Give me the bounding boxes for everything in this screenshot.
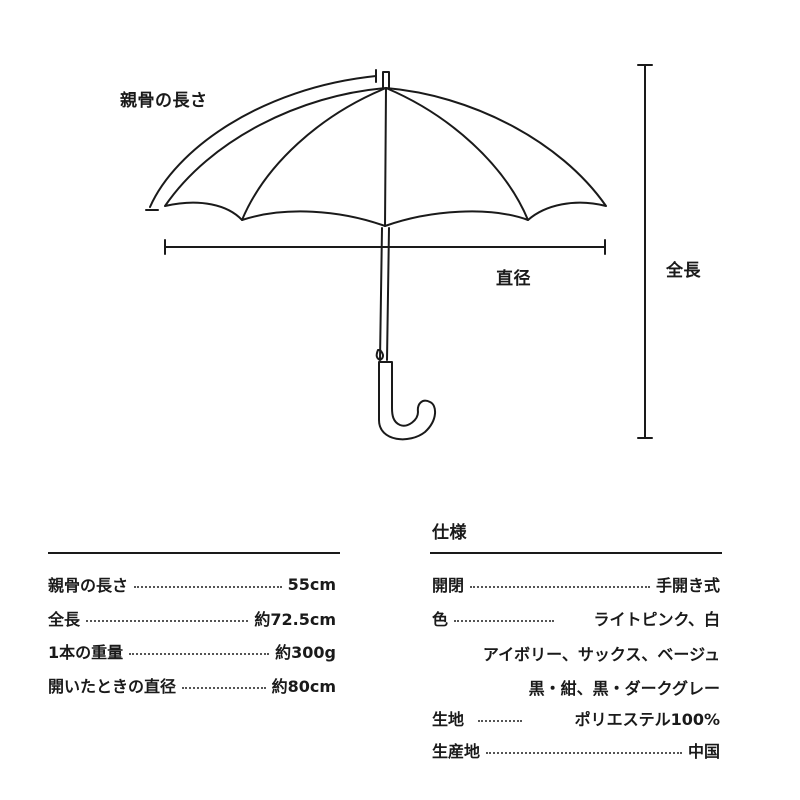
spec-label: 開閉 [432,576,465,595]
spec-value: 約72.5cm [254,610,336,629]
spec-value: ポリエステル100% [574,710,720,729]
spec-value: 55cm [287,574,336,594]
right-spec-row-opening: 開閉 手開き式 [432,572,720,596]
rib-length-label: 親骨の長さ [120,91,208,111]
spec-label: 開いたときの直径 [48,677,177,696]
spec-label: 色 [432,610,449,629]
dotted-leader [454,620,555,622]
umbrella-rib-center [384,87,387,227]
umbrella-button [375,349,384,361]
dotted-leader [86,620,249,622]
spec-label: 親骨の長さ [48,576,129,595]
dotted-leader [470,586,650,588]
right-specs-rule [430,552,722,554]
spec-value: ライトピンク、白 [593,610,720,629]
left-specs-rule [48,552,340,554]
dotted-leader [486,752,682,754]
left-spec-row-weight: 1本の重量 約300g [48,639,336,663]
color-continuation-line-1: アイボリー、サックス、ベージュ [482,645,720,664]
spec-label: 全長 [48,610,81,629]
spec-label: 生地 [432,710,465,729]
spec-title: 仕様 [432,523,467,543]
left-spec-row-rib-length: 親骨の長さ 55cm [48,572,336,596]
diameter-label: 直径 [496,269,531,289]
right-spec-row-origin: 生産地 中国 [432,738,720,762]
umbrella-shaft [379,227,390,361]
spec-value: 中国 [687,742,720,761]
total-length-label: 全長 [666,261,701,281]
left-spec-row-diameter: 開いたときの直径 約80cm [48,673,336,697]
spec-value: 手開き式 [655,576,720,595]
dotted-leader [129,653,270,655]
dotted-leader [478,720,523,722]
left-spec-row-total-length: 全長 約72.5cm [48,606,336,630]
umbrella-rib-left [241,87,387,221]
spec-label: 生産地 [432,742,481,761]
umbrella-tip [382,71,390,89]
color-continuation-line-2: 黒・紺、黒・ダークグレー [528,679,720,698]
dotted-leader [182,687,266,689]
umbrella-rib-right [385,87,529,221]
right-spec-row-fabric: 生地 ポリエステル100% [432,706,720,730]
right-spec-row-color: 色 ライトピンク、白 [432,606,720,630]
spec-value: 約300g [275,643,336,662]
umbrella-handle [378,361,436,441]
rib-length-arc [149,75,377,208]
spec-value: 約80cm [271,677,336,696]
spec-label: 1本の重量 [48,643,124,662]
dotted-leader [134,586,282,588]
